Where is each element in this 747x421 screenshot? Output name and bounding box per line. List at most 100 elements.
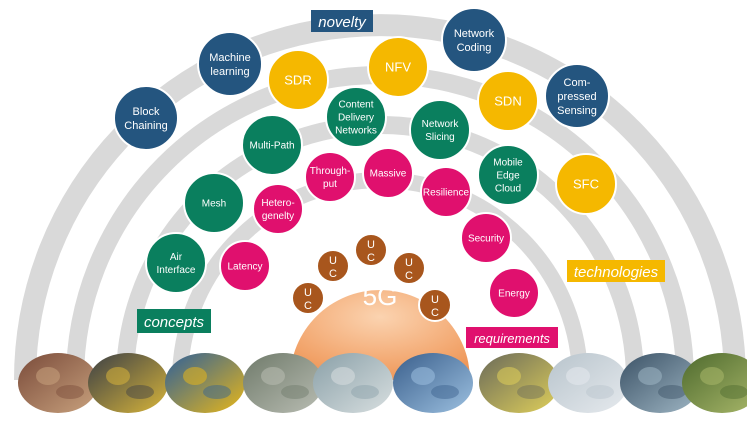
concept-node-multi-path: Multi-Path — [241, 114, 303, 176]
technology-node-circle — [555, 153, 617, 215]
photo-drone-shadow — [203, 385, 231, 399]
concept-node-label: Mobile — [493, 158, 523, 169]
technology-node-label: SFC — [573, 177, 599, 192]
novelty-node-circle — [197, 31, 263, 97]
uc-badge-top: U — [329, 255, 337, 267]
label-novelty-text: novelty — [318, 14, 367, 31]
novelty-node-circle — [544, 63, 610, 129]
novelty-node-label: Coding — [457, 42, 492, 54]
uc-badge: UC — [316, 249, 350, 283]
requirement-node-label: put — [323, 179, 337, 190]
label-requirements-text: requirements — [474, 331, 550, 346]
requirement-node-hetero-genelty: Hetero-genelty — [252, 183, 304, 235]
novelty-node-label: Block — [133, 106, 160, 118]
uc-badge-circle — [418, 288, 452, 322]
concept-node-label: Slicing — [425, 132, 454, 143]
requirement-node-circle — [488, 267, 540, 319]
requirement-node-label: genelty — [262, 211, 294, 222]
novelty-node-label: Chaining — [124, 120, 167, 132]
photo-smart-city-model — [548, 353, 628, 413]
requirement-node-label: Security — [468, 234, 504, 245]
requirement-node-circle — [420, 166, 472, 218]
photo-construction-workers-shadow — [517, 385, 545, 399]
technology-node-label: SDR — [284, 73, 311, 88]
photo-highway-interchange-image — [243, 353, 323, 413]
uc-badge-bottom: C — [431, 307, 439, 319]
label-requirements: requirements — [466, 327, 558, 348]
center-5g-label: 5G — [363, 281, 398, 311]
photo-people-tablet-highlight — [36, 367, 60, 385]
photo-person-touchscreen-highlight — [638, 367, 662, 385]
photo-people-tablet-shadow — [56, 385, 84, 399]
photo-solar-panels-highlight — [411, 367, 435, 385]
novelty-node-circle — [113, 85, 179, 151]
uc-badge-bottom: C — [405, 270, 413, 282]
technology-node-circle — [477, 70, 539, 132]
requirement-node-security: Security — [460, 212, 512, 264]
requirement-node-circle — [304, 151, 356, 203]
photo-industrial-robot-shadow — [126, 385, 154, 399]
concept-node-mesh: Mesh — [183, 172, 245, 234]
uc-badge-bottom: C — [367, 252, 375, 264]
photo-field-sensor-shadow — [720, 385, 747, 399]
photo-person-touchscreen — [620, 353, 700, 413]
photo-highway-interchange-shadow — [281, 385, 309, 399]
requirement-node-label: Through- — [310, 166, 351, 177]
technology-node-circle — [367, 36, 429, 98]
photo-smart-city-model-image — [548, 353, 628, 413]
requirement-node-energy: Energy — [488, 267, 540, 319]
photo-drone-image — [165, 353, 245, 413]
concept-node-circle — [145, 232, 207, 294]
label-technologies: technologies — [567, 260, 665, 282]
technology-node-label: SDN — [494, 94, 521, 109]
requirement-node-label: Energy — [498, 289, 530, 300]
uc-badge-top: U — [304, 287, 312, 299]
concept-node-label: Delivery — [338, 113, 374, 124]
uc-badge: UC — [418, 288, 452, 322]
label-concepts: concepts — [137, 309, 211, 333]
requirement-node-through-put: Through-put — [304, 151, 356, 203]
uc-badge-bottom: C — [304, 300, 312, 312]
photo-construction-workers-image — [479, 353, 559, 413]
photo-person-touchscreen-shadow — [658, 385, 686, 399]
photo-smart-city-model-highlight — [566, 367, 590, 385]
requirement-node-latency: Latency — [219, 240, 271, 292]
photo-solar-panels-image — [393, 353, 473, 413]
novelty-node-label: Network — [454, 28, 495, 40]
photo-humanoid-robot-image — [313, 353, 393, 413]
technology-node-label: NFV — [385, 60, 411, 75]
requirement-node-massive: Massive — [362, 147, 414, 199]
uc-badge: UC — [291, 281, 325, 315]
photo-industrial-robot-highlight — [106, 367, 130, 385]
concept-node-circle — [241, 114, 303, 176]
concept-node-label: Air — [170, 252, 183, 263]
requirement-node-circle — [362, 147, 414, 199]
concept-node-label: Cloud — [495, 184, 521, 195]
photo-person-touchscreen-image — [620, 353, 700, 413]
technology-node-nfv: NFV — [367, 36, 429, 98]
requirement-node-label: Massive — [370, 169, 407, 180]
photo-construction-workers-highlight — [497, 367, 521, 385]
label-technologies-text: technologies — [574, 264, 659, 281]
concept-node-label: Multi-Path — [249, 141, 294, 152]
novelty-node-label: Sensing — [557, 105, 597, 117]
requirement-node-label: Resilience — [423, 188, 470, 199]
concept-node-circle — [325, 86, 387, 148]
uc-badge: UC — [392, 251, 426, 285]
photo-strip — [18, 353, 747, 413]
photo-highway-interchange-highlight — [261, 367, 285, 385]
photo-smart-city-model-shadow — [586, 385, 614, 399]
requirement-node-resilience: Resilience — [420, 166, 472, 218]
diagram-nodes: BlockChainingMachinelearningNetworkCodin… — [113, 7, 617, 319]
novelty-node-label: pressed — [557, 91, 596, 103]
photo-industrial-robot — [88, 353, 168, 413]
concept-node-label: Mesh — [202, 199, 226, 210]
photo-solar-panels-shadow — [431, 385, 459, 399]
photo-people-tablet-image — [18, 353, 98, 413]
uc-badge-circle — [392, 251, 426, 285]
